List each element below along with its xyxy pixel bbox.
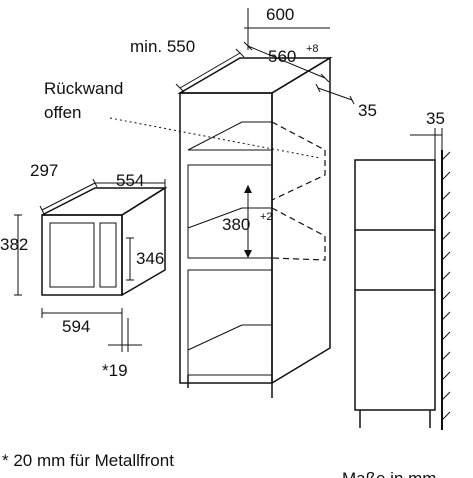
microwave-front xyxy=(41,214,123,296)
side-view-drawing xyxy=(354,159,436,428)
back-wall-label-line2: offen xyxy=(44,103,82,122)
side-view-lower-unit xyxy=(354,289,436,411)
microwave-control-panel xyxy=(99,222,117,288)
dim-554: 554 xyxy=(116,171,144,190)
microwave-dimension-lines xyxy=(14,178,166,352)
back-wall-label-line1: Rückwand xyxy=(44,79,123,98)
dim-19: *19 xyxy=(102,361,128,380)
dim-346: 346 xyxy=(136,249,164,268)
dim-560: 560 xyxy=(268,47,296,66)
microwave-door-window xyxy=(49,222,95,288)
cabinet-top xyxy=(177,57,333,94)
cabinet-drawing xyxy=(177,56,333,398)
cabinet-front xyxy=(179,92,273,384)
dim-35-side: 35 xyxy=(426,109,445,128)
units-note: Maße in mm xyxy=(342,469,436,478)
dim-380-tolerance: +2 xyxy=(260,211,273,223)
dim-560-tolerance: +8 xyxy=(306,43,319,55)
dim-380: 380 xyxy=(222,215,250,234)
dim-600: 600 xyxy=(266,5,294,24)
dim-382: 382 xyxy=(0,235,28,254)
microwave-side xyxy=(121,186,166,297)
dim-35-back: 35 xyxy=(358,101,377,120)
footnote: * 20 mm für Metallfront xyxy=(2,451,174,470)
microwave-top xyxy=(41,187,168,216)
side-view-dimension-lines xyxy=(410,128,443,160)
side-view-upper-unit xyxy=(354,159,436,231)
back-wall-open-dashes xyxy=(271,121,326,261)
microwave-drawing xyxy=(41,186,168,297)
dim-594: 594 xyxy=(62,317,90,336)
cabinet-oven-niche xyxy=(187,269,273,376)
side-view-wall xyxy=(441,150,451,430)
cabinet-dimension-lines xyxy=(175,8,355,258)
dim-297: 297 xyxy=(30,161,58,180)
dim-min-550: min. 550 xyxy=(130,37,195,56)
cabinet-niche xyxy=(187,164,273,259)
back-wall-leader xyxy=(109,117,321,159)
cabinet-side xyxy=(271,56,331,385)
